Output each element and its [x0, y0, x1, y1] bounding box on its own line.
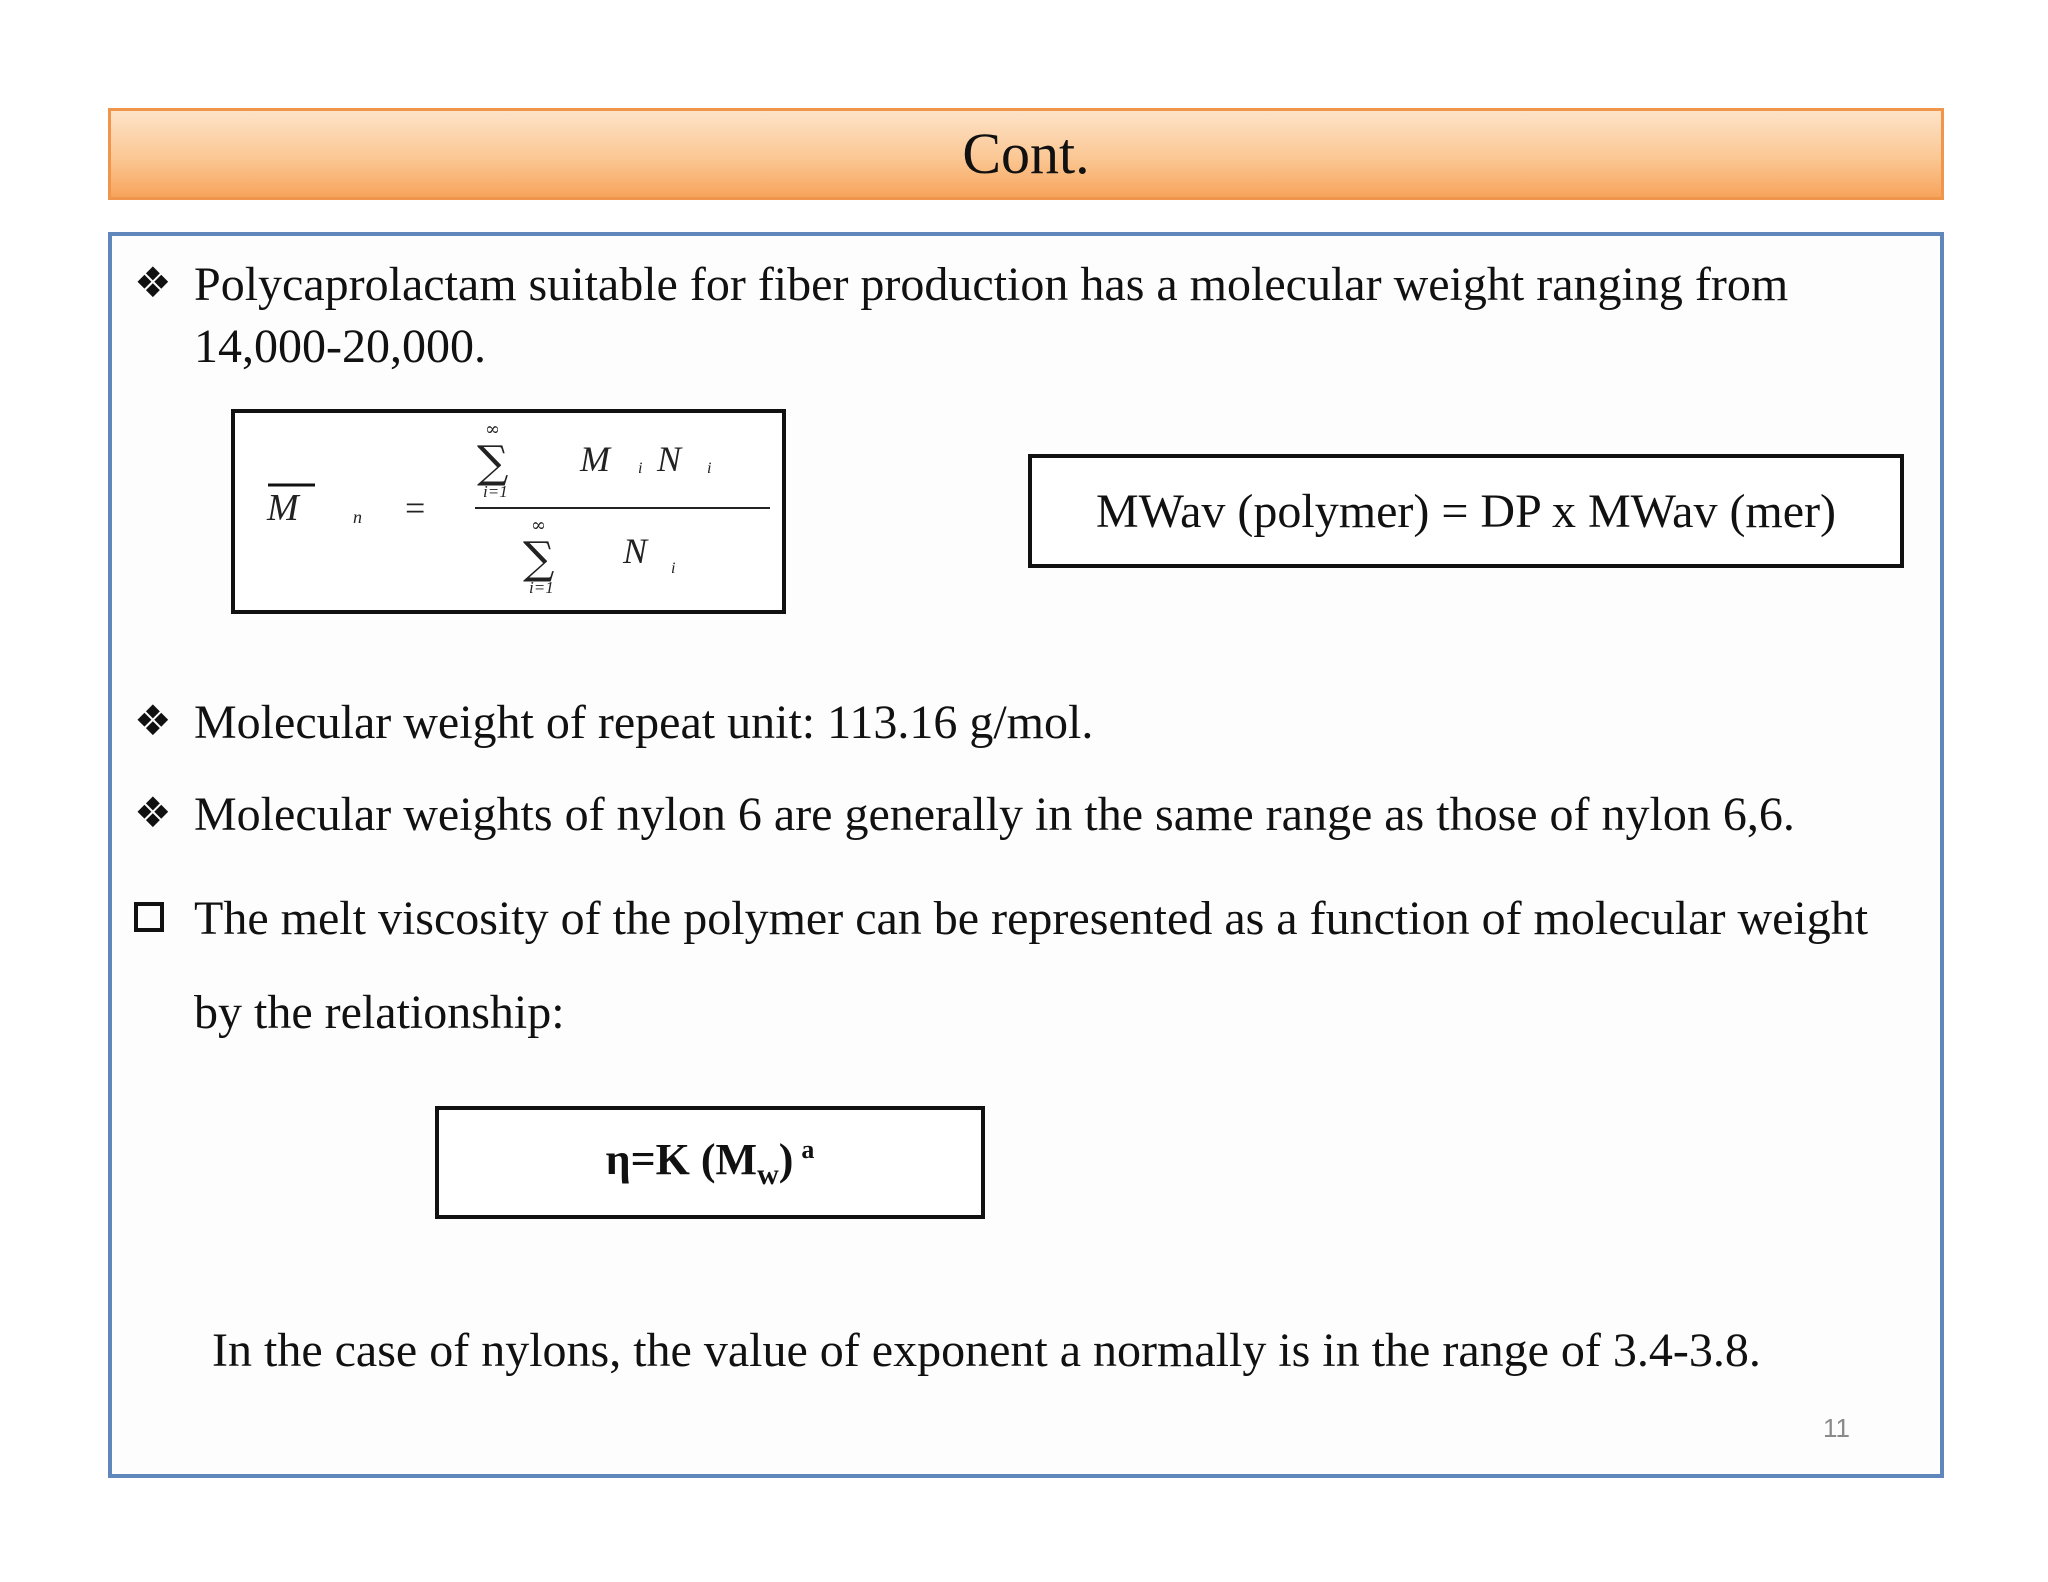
checkbox-bullet-icon	[134, 902, 164, 932]
diamond-bullet-icon: ❖	[134, 696, 172, 745]
bullet-item-molecular-weight-range: ❖ Polycaprolactam suitable for fiber pro…	[134, 254, 1924, 378]
bullet-item-repeat-unit-weight: ❖ Molecular weight of repeat unit: 113.1…	[134, 692, 1093, 754]
viscosity-subscript: w	[757, 1157, 779, 1191]
numerator-n-subscript: i	[707, 460, 711, 477]
viscosity-close: )	[778, 1134, 794, 1184]
exponent-range-note: In the case of nylons, the value of expo…	[212, 1324, 1761, 1377]
checkbox-item-text: The melt viscosity of the polymer can be…	[194, 892, 1869, 1039]
slide-title: Cont.	[962, 121, 1090, 186]
viscosity-exponent: a	[801, 1134, 815, 1164]
viscosity-main: η=K (M	[605, 1134, 758, 1184]
mn-subscript: n	[353, 507, 362, 527]
content-frame: ❖ Polycaprolactam suitable for fiber pro…	[108, 232, 1944, 1478]
checkbox-item-melt-viscosity: The melt viscosity of the polymer can be…	[134, 888, 1914, 1060]
numerator-sum-lower-limit: i=1	[483, 482, 508, 501]
denominator-n: N	[622, 531, 649, 571]
diamond-bullet-icon: ❖	[134, 258, 172, 307]
numerator-m-subscript: i	[638, 460, 642, 477]
melt-viscosity-equation: η=K (Mw)a	[435, 1106, 985, 1219]
number-average-molecular-weight-equation: M n = ∞ ∑ i=1 M i N i ∞ ∑ i=1 N i	[231, 409, 786, 614]
numerator-sigma-symbol: ∑	[477, 437, 508, 488]
denominator-n-subscript: i	[671, 560, 675, 577]
diamond-bullet-icon: ❖	[134, 788, 172, 837]
equals-sign: =	[405, 488, 425, 528]
denominator-sum-upper-limit: ∞	[531, 515, 546, 536]
numerator-n: N	[656, 439, 683, 479]
bullet-text: Molecular weights of nylon 6 are general…	[194, 788, 1795, 841]
slide-title-bar: Cont.	[108, 108, 1944, 200]
bullet-item-nylon-comparison: ❖ Molecular weights of nylon 6 are gener…	[134, 784, 1795, 846]
page-number: 11	[1823, 1413, 1850, 1443]
denominator-sum-lower-limit: i=1	[529, 578, 554, 597]
viscosity-equation-text: η=K (Mw)a	[606, 1134, 815, 1192]
mn-symbol: M	[266, 487, 301, 529]
mn-equation-graphic: M n = ∞ ∑ i=1 M i N i ∞ ∑ i=1 N i	[266, 419, 770, 597]
denominator-sigma-symbol: ∑	[523, 533, 554, 584]
mw-equation-text: MWav (polymer) = DP x MWav (mer)	[1095, 484, 1837, 538]
average-molecular-weight-equation: MWav (polymer) = DP x MWav (mer)	[1028, 454, 1904, 568]
bullet-text: Polycaprolactam suitable for fiber produ…	[194, 258, 1789, 373]
bullet-text: Molecular weight of repeat unit: 113.16 …	[194, 696, 1094, 749]
numerator-sum-upper-limit: ∞	[485, 419, 500, 440]
numerator-m: M	[579, 439, 612, 479]
